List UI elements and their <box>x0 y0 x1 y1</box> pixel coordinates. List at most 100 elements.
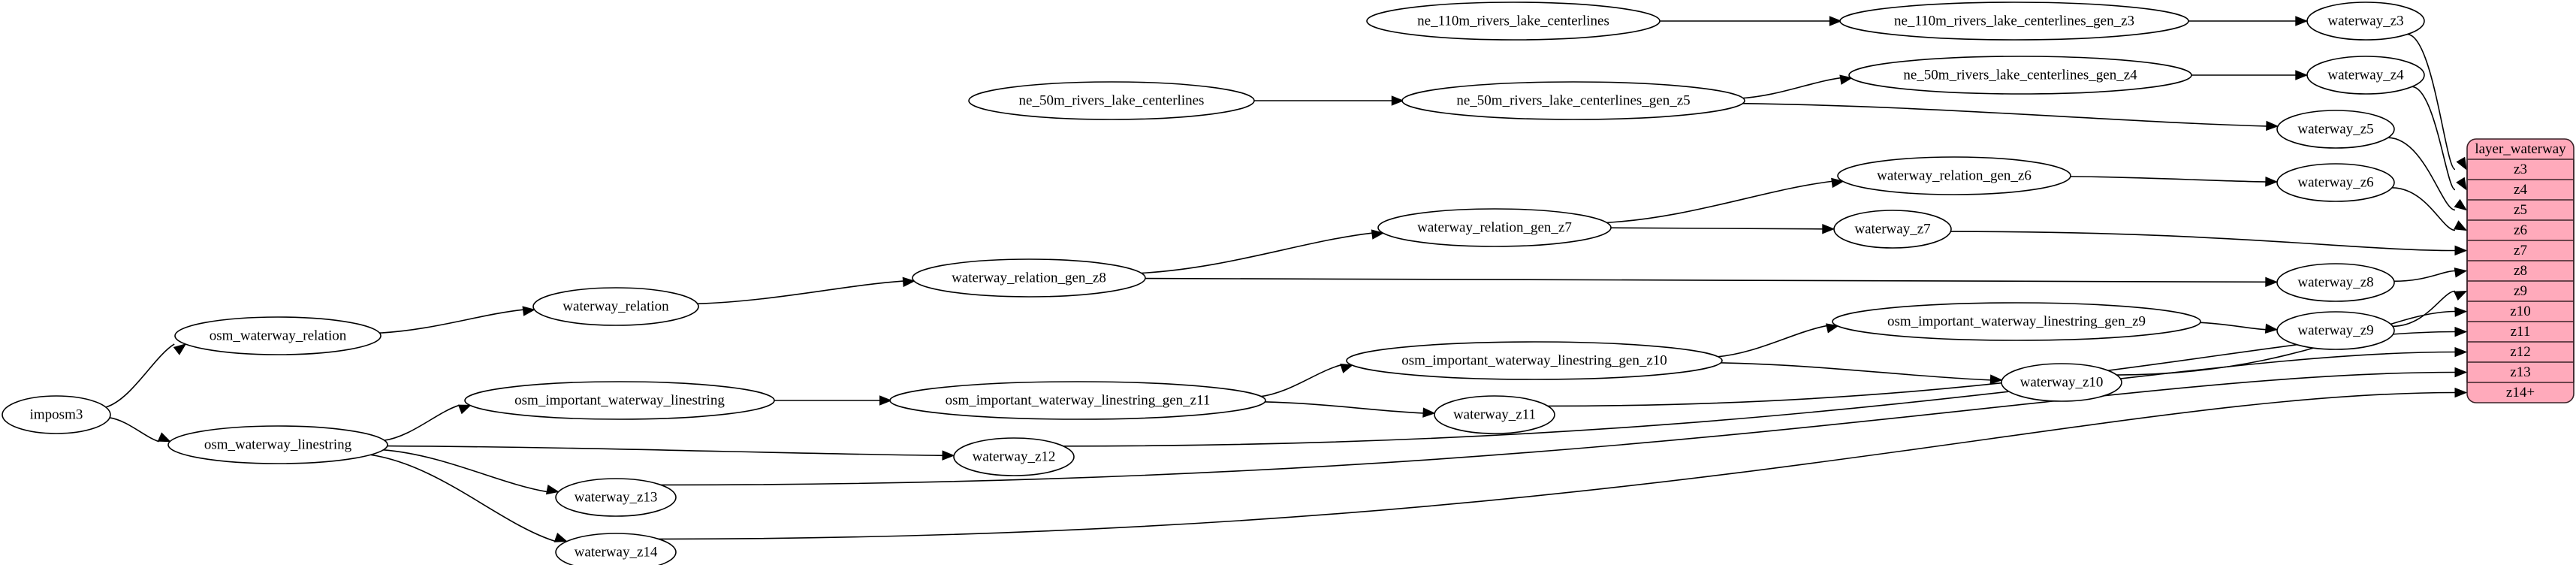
edge-osm_waterway_linestring-to-osm_important_waterway_linestring <box>383 404 460 442</box>
edge-osm_waterway_linestring-to-waterway_z14 <box>370 454 556 542</box>
arrowhead-osm_waterway_linestring-to-waterway_z14 <box>554 533 568 542</box>
arrowhead-waterway_z9-to-layer_waterway-z9 <box>2454 290 2468 301</box>
edge-waterway_z7-to-layer_waterway-z7 <box>1950 231 2456 252</box>
node-shape <box>968 81 1255 120</box>
node-osm_important_waterway_linestring[interactable]: osm_important_waterway_linestring <box>464 381 775 420</box>
arrowhead-osm_important_waterway_linestring_gen_z11-to-osm_important_waterway_linestring_gen_z10 <box>1340 364 1354 373</box>
arrowhead-waterway_z12-to-layer_waterway-z12 <box>2454 346 2468 358</box>
arrowhead-waterway_z7-to-layer_waterway-z7 <box>2454 245 2468 256</box>
edge-imposm3-to-osm_waterway_relation <box>105 343 175 408</box>
arrowhead-ne_50m_rivers_lake_centerlines_gen_z5-to-ne_50m_rivers_lake_centerlines_gen_z4 <box>1839 74 1854 85</box>
edge-osm_important_waterway_linestring_gen_z9-to-waterway_z9 <box>2198 322 2266 331</box>
node-shape <box>1832 302 2201 341</box>
node-shape <box>889 381 1266 420</box>
node-shape <box>2276 311 2395 350</box>
edge-waterway_z14-to-layer_waterway-z14+ <box>658 391 2456 540</box>
node-waterway_z7[interactable]: waterway_z7 <box>1833 210 1952 249</box>
edge-waterway_relation_gen_z8-to-waterway_relation_gen_z7 <box>1140 232 1373 274</box>
node-shape <box>555 533 677 565</box>
arrowhead-waterway_z14-to-layer_waterway-z14+ <box>2454 387 2468 398</box>
arrowhead-waterway_z3-to-layer_waterway-z3 <box>2456 156 2467 171</box>
edge-osm_waterway_relation-to-waterway_relation <box>379 309 523 334</box>
edge-ne_50m_rivers_lake_centerlines_gen_z5-to-ne_50m_rivers_lake_centerlines_gen_z4 <box>1741 77 1841 99</box>
node-osm_important_waterway_linestring_gen_z11[interactable]: osm_important_waterway_linestring_gen_z1… <box>889 381 1266 420</box>
edge-waterway_relation-to-waterway_relation_gen_z8 <box>696 280 903 305</box>
node-waterway_z9[interactable]: waterway_z9 <box>2276 311 2395 350</box>
arrowhead-osm_important_waterway_linestring_gen_z11-to-waterway_z11 <box>1422 407 1436 418</box>
node-waterway_relation_gen_z7[interactable]: waterway_relation_gen_z7 <box>1377 208 1612 247</box>
edge-waterway_z5-to-layer_waterway-z5 <box>2387 137 2456 211</box>
arrowhead-osm_important_waterway_linestring_gen_z9-to-waterway_z9 <box>2264 323 2279 334</box>
arrowhead-osm_waterway_relation-to-waterway_relation <box>522 306 535 316</box>
node-shape <box>2 395 111 434</box>
nodes-layer: imposm3 osm_waterway_relation osm_waterway… <box>2 2 2425 565</box>
node-waterway_relation_gen_z6[interactable]: waterway_relation_gen_z6 <box>1837 156 2071 195</box>
arrowhead-waterway_z11-to-layer_waterway-z11 <box>2454 326 2468 337</box>
edge-waterway_z4-to-layer_waterway-z4 <box>2411 86 2456 191</box>
node-waterway_z6[interactable]: waterway_z6 <box>2276 163 2395 202</box>
node-ne_50m_rivers_lake_centerlines_gen_z4[interactable]: ne_50m_rivers_lake_centerlines_gen_z4 <box>1848 56 2192 95</box>
edge-imposm3-to-osm_waterway_linestring <box>109 417 159 443</box>
node-shape <box>555 478 677 517</box>
edge-waterway_z8-to-layer_waterway-z8 <box>2394 270 2456 282</box>
node-shape <box>2276 263 2395 302</box>
node-waterway_z8[interactable]: waterway_z8 <box>2276 263 2395 302</box>
node-waterway_relation_gen_z8[interactable]: waterway_relation_gen_z8 <box>912 258 1146 298</box>
arrowhead-waterway_relation_gen_z8-to-waterway_relation_gen_z7 <box>1371 229 1385 240</box>
node-osm_important_waterway_linestring_gen_z9[interactable]: osm_important_waterway_linestring_gen_z9 <box>1832 302 2201 341</box>
edge-waterway_relation_gen_z8-to-waterway_z8 <box>1144 277 2266 283</box>
node-ne_110m_rivers_lake_centerlines[interactable]: ne_110m_rivers_lake_centerlines <box>1366 2 1661 41</box>
edge-waterway_relation_gen_z6-to-waterway_z6 <box>2069 176 2266 183</box>
arrowhead-osm_important_waterway_linestring_gen_z10-to-osm_important_waterway_linestring_gen_z9 <box>1825 323 1839 334</box>
arrowhead-ne_50m_rivers_lake_centerlines_gen_z5-to-waterway_z5 <box>2266 120 2279 131</box>
node-waterway_z12[interactable]: waterway_z12 <box>953 437 1075 476</box>
node-ne_50m_rivers_lake_centerlines_gen_z5[interactable]: ne_50m_rivers_lake_centerlines_gen_z5 <box>1401 81 1745 120</box>
node-waterway_z13[interactable]: waterway_z13 <box>555 478 677 517</box>
node-waterway_z4[interactable]: waterway_z4 <box>2306 56 2425 95</box>
edge-osm_important_waterway_linestring_gen_z10-to-osm_important_waterway_linestring_gen_z9 <box>1716 325 1827 358</box>
arrowhead-imposm3-to-osm_waterway_relation <box>173 343 187 355</box>
edge-waterway_z3-to-layer_waterway-z3 <box>2406 33 2456 171</box>
arrowhead-ne_50m_rivers_lake_centerlines-to-ne_50m_rivers_lake_centerlines_gen_z5 <box>1391 95 1404 106</box>
edge-waterway_z13-to-layer_waterway-z13 <box>660 371 2456 486</box>
node-waterway_relation[interactable]: waterway_relation <box>532 287 699 326</box>
node-ne_50m_rivers_lake_centerlines[interactable]: ne_50m_rivers_lake_centerlines <box>968 81 1255 120</box>
node-waterway_z11[interactable]: waterway_z11 <box>1434 395 1555 434</box>
node-waterway_z14[interactable]: waterway_z14 <box>555 533 677 565</box>
arrowhead-waterway_z10-to-layer_waterway-z10 <box>2454 307 2468 317</box>
node-shape <box>1837 156 2071 195</box>
arrowhead-waterway_z13-to-layer_waterway-z13 <box>2454 367 2468 378</box>
node-ne_110m_rivers_lake_centerlines_gen_z3[interactable]: ne_110m_rivers_lake_centerlines_gen_z3 <box>1839 2 2189 41</box>
node-shape <box>2001 363 2122 402</box>
arrowhead-waterway_relation_gen_z8-to-waterway_z8 <box>2265 276 2279 288</box>
node-osm_waterway_linestring[interactable]: osm_waterway_linestring <box>167 425 388 464</box>
arrowhead-ne_50m_rivers_lake_centerlines_gen_z4-to-waterway_z4 <box>2295 70 2309 80</box>
node-shape <box>1833 210 1952 249</box>
arrowhead-osm_waterway_linestring-to-waterway_z13 <box>545 484 560 495</box>
layer-table-shell <box>2466 138 2574 403</box>
arrowhead-waterway_z4-to-layer_waterway-z4 <box>2456 177 2467 191</box>
arrowhead-waterway_relation_gen_z7-to-waterway_relation_gen_z6 <box>1831 177 1845 189</box>
arrowhead-waterway_relation_gen_z7-to-waterway_z7 <box>1822 223 1835 234</box>
arrowhead-waterway_z8-to-layer_waterway-z8 <box>2454 267 2468 278</box>
edge-osm_waterway_linestring-to-waterway_z13 <box>382 449 547 493</box>
edge-waterway_z6-to-layer_waterway-z6 <box>2391 186 2456 231</box>
arrowhead-waterway_z6-to-layer_waterway-z6 <box>2454 220 2468 231</box>
arrowhead-imposm3-to-osm_waterway_linestring <box>157 432 171 443</box>
node-waterway_z5[interactable]: waterway_z5 <box>2276 110 2395 149</box>
node-osm_waterway_relation[interactable]: osm_waterway_relation <box>174 316 382 355</box>
node-imposm3[interactable]: imposm3 <box>2 395 111 434</box>
edges-layer <box>105 16 2468 542</box>
node-osm_important_waterway_linestring_gen_z10[interactable]: osm_important_waterway_linestring_gen_z1… <box>1346 341 1723 380</box>
node-shape <box>532 287 699 326</box>
arrowhead-osm_important_waterway_linestring-to-osm_important_waterway_linestring_gen_z11 <box>879 395 892 406</box>
node-waterway_z10[interactable]: waterway_z10 <box>2001 363 2122 402</box>
node-shape <box>2276 110 2395 149</box>
edge-ne_50m_rivers_lake_centerlines_gen_z5-to-waterway_z5 <box>1741 102 2267 127</box>
arrowhead-osm_waterway_linestring-to-osm_important_waterway_linestring <box>457 404 472 415</box>
edge-waterway_z12-to-layer_waterway-z12 <box>1063 351 2456 447</box>
node-waterway_z3[interactable]: waterway_z3 <box>2306 2 2425 41</box>
node-shape <box>167 425 388 464</box>
